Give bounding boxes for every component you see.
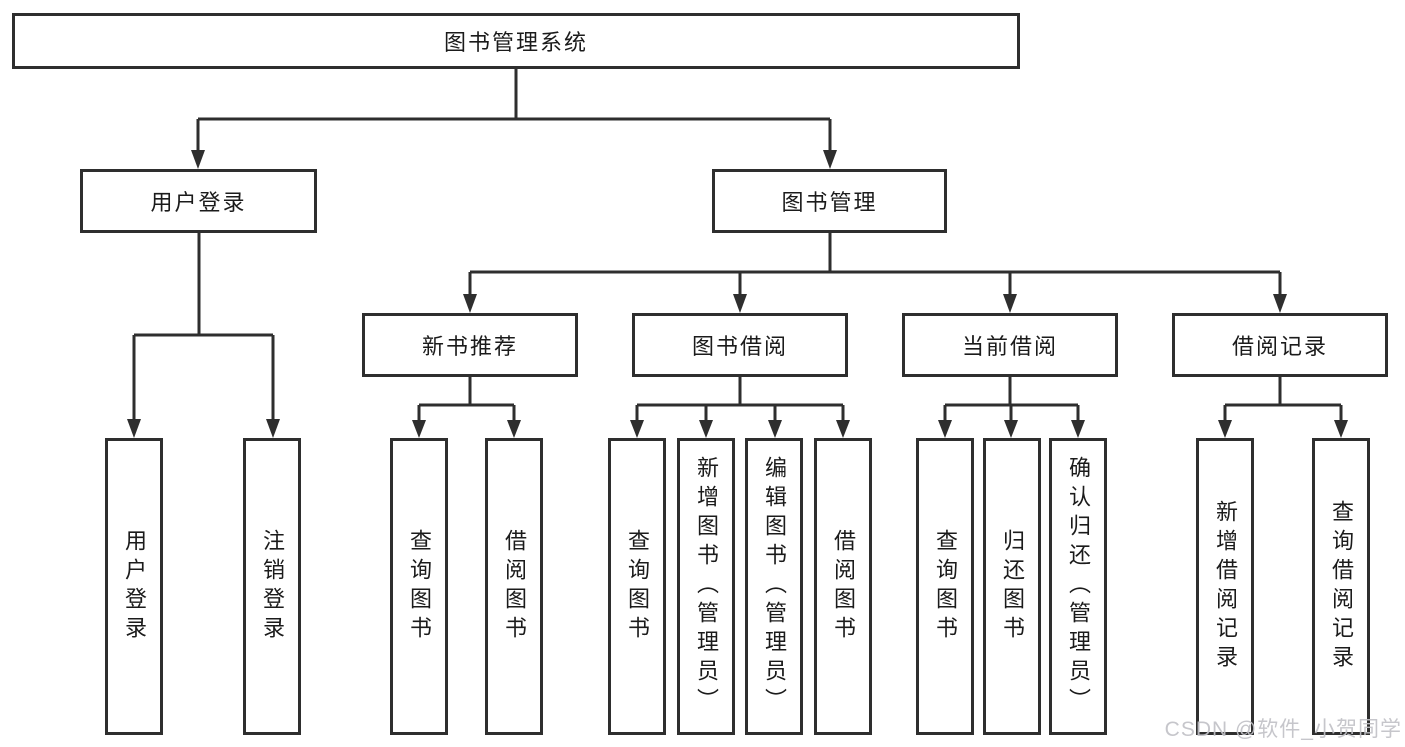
arrowhead [768, 420, 782, 438]
leaf-node-edit-books-admin: 编辑图书（管理员） [745, 438, 803, 735]
leaf-node-confirm-return-admin: 确认归还（管理员） [1049, 438, 1107, 735]
arrowhead [1273, 294, 1287, 313]
leaf-label: 用户登录 [122, 528, 147, 645]
leaf-node-add-books-admin: 新增图书（管理员） [677, 438, 735, 735]
leaf-label: 新增借阅记录 [1213, 499, 1238, 674]
arrowhead [823, 150, 837, 169]
leaf-label: 新增图书（管理员） [694, 456, 719, 717]
arrowhead [266, 419, 280, 438]
leaf-node-borrow-books: 借阅图书 [814, 438, 872, 735]
arrowhead [733, 294, 747, 313]
arrowhead [938, 420, 952, 438]
connector-records [1223, 377, 1343, 421]
connector-borrowing [635, 377, 845, 421]
arrowhead [1071, 420, 1085, 438]
node-module-book-borrowing: 图书借阅 [632, 313, 848, 377]
leaf-label: 查询图书 [625, 528, 650, 645]
leaf-node-add-borrow-record: 新增借阅记录 [1196, 438, 1254, 735]
leaf-label: 借阅图书 [831, 528, 856, 645]
leaf-node-logout: 注销登录 [243, 438, 301, 735]
leaf-label: 查询借阅记录 [1329, 499, 1354, 674]
leaf-node-query-books-current: 查询图书 [916, 438, 974, 735]
connector-user-login [132, 233, 275, 420]
arrowhead [699, 420, 713, 438]
arrowhead [463, 294, 477, 313]
leaf-label: 确认归还（管理员） [1066, 456, 1091, 717]
node-label: 当前借阅 [961, 334, 1058, 359]
csdn-watermark: CSDN @软件_小贺同学 [1164, 718, 1402, 741]
node-root-label: 图书管理系统 [443, 30, 588, 55]
arrowhead [1003, 294, 1017, 313]
node-root: 图书管理系统 [12, 13, 1020, 69]
arrowhead [1334, 420, 1348, 438]
node-module-borrowing-records: 借阅记录 [1172, 313, 1388, 377]
leaf-label: 查询图书 [933, 528, 958, 645]
arrowhead [630, 420, 644, 438]
leaf-label: 借阅图书 [502, 528, 527, 645]
connector-current [943, 377, 1080, 421]
node-label: 图书借阅 [691, 334, 788, 359]
leaf-node-query-books-borrow: 查询图书 [608, 438, 666, 735]
arrowhead [1004, 420, 1018, 438]
node-branch-book-management: 图书管理 [712, 169, 947, 233]
node-module-new-books: 新书推荐 [362, 313, 578, 377]
leaf-label: 查询图书 [407, 528, 432, 645]
arrowhead [1218, 420, 1232, 438]
leaf-node-query-borrow-record: 查询借阅记录 [1312, 438, 1370, 735]
node-label: 借阅记录 [1231, 334, 1328, 359]
leaf-label: 注销登录 [260, 528, 285, 645]
connector-root [196, 69, 832, 151]
leaf-node-user-login: 用户登录 [105, 438, 163, 735]
leaf-node-borrow-books-new: 借阅图书 [485, 438, 543, 735]
node-label: 图书管理 [781, 190, 878, 215]
connector-new-books [417, 377, 516, 421]
node-module-current-borrowing: 当前借阅 [902, 313, 1118, 377]
arrowhead [412, 420, 426, 438]
arrowhead [507, 420, 521, 438]
node-label: 用户登录 [150, 190, 247, 215]
leaf-label: 编辑图书（管理员） [762, 456, 787, 717]
leaf-node-return-books: 归还图书 [983, 438, 1041, 735]
node-branch-user-login: 用户登录 [80, 169, 317, 233]
leaf-node-query-books-new: 查询图书 [390, 438, 448, 735]
arrowhead [836, 420, 850, 438]
node-label: 新书推荐 [421, 334, 518, 359]
arrowhead [191, 150, 205, 169]
leaf-label: 归还图书 [1000, 528, 1025, 645]
connector-book-mgmt [468, 233, 1282, 295]
arrowhead [127, 419, 141, 438]
